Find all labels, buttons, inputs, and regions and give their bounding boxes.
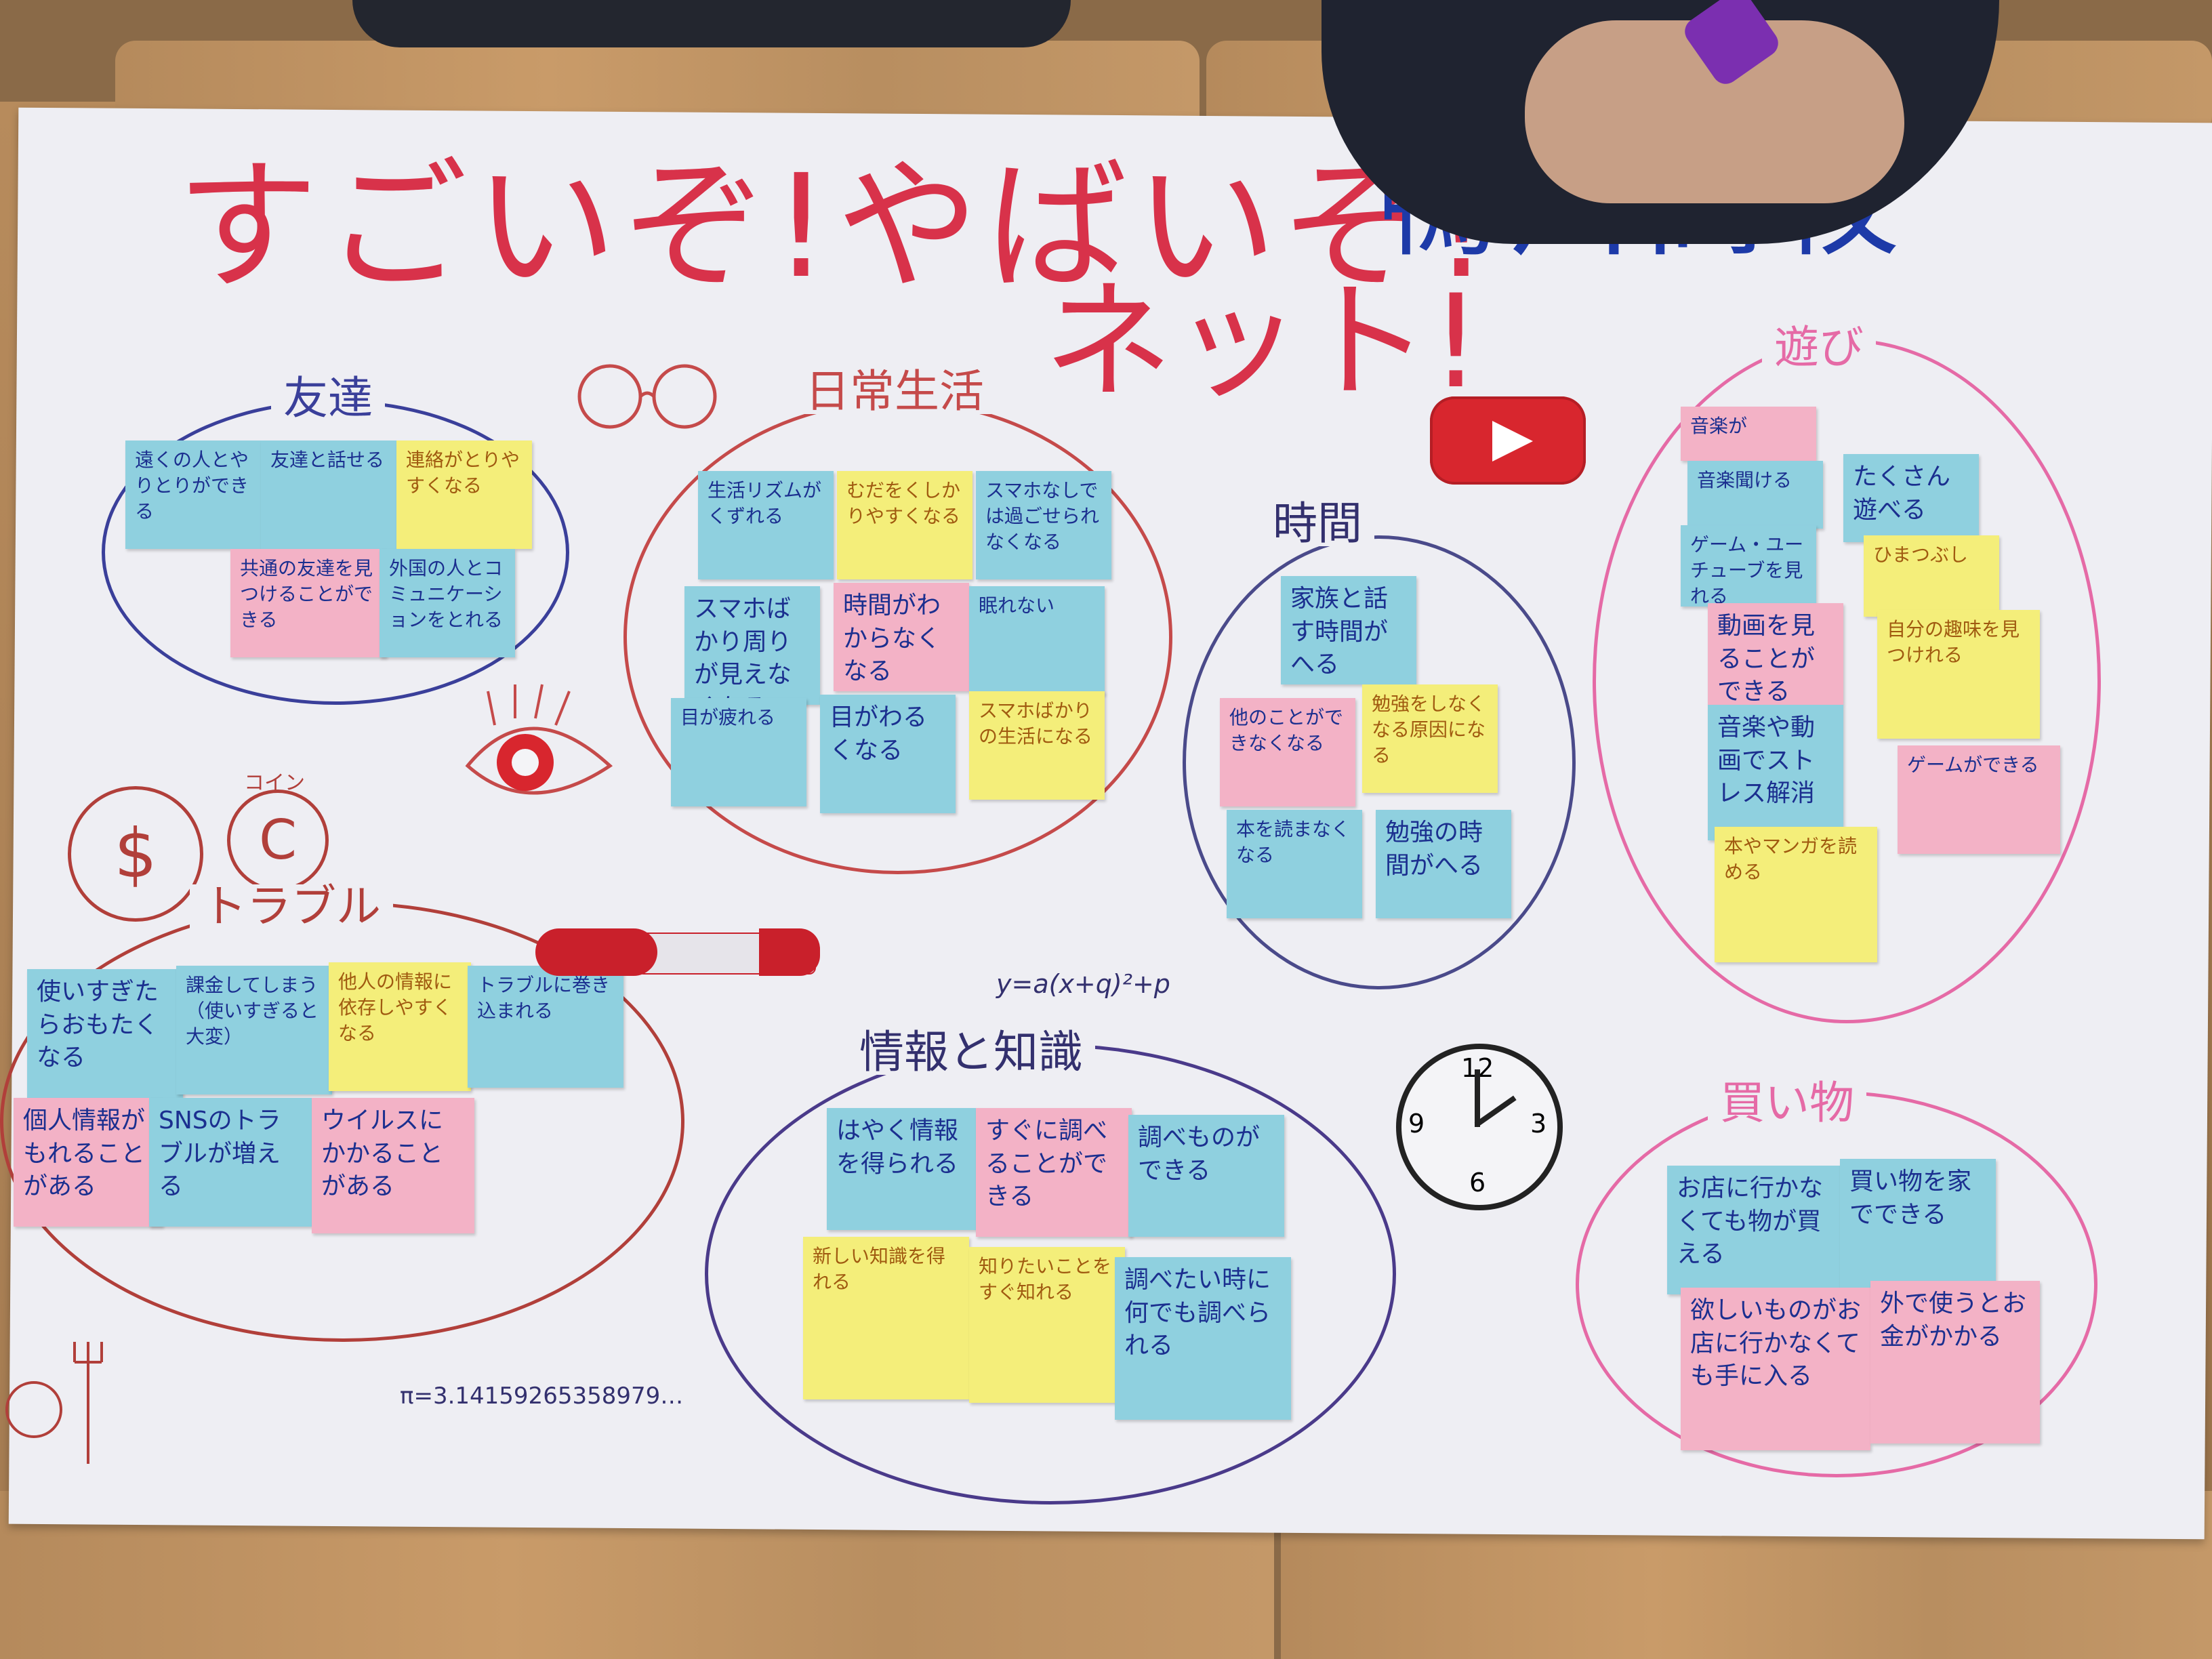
person-top [352,0,1071,47]
note: 自分の趣味を見つけれる [1877,610,2040,739]
note: スマホばかりの生活になる [969,691,1105,800]
note: 連絡がとりやすくなる [396,441,532,549]
note: 他のことができなくなる [1220,698,1355,806]
note: 目がわるくなる [820,695,956,813]
note: 外で使うとお金がかかる [1870,1281,2040,1443]
note: トラブルに巻き込まれる [468,966,623,1088]
note: むだをくしかりやすくなる [837,471,972,579]
clock-number: 3 [1530,1109,1547,1139]
note: 目が疲れる [671,698,806,806]
coin-label: コイン [244,771,305,795]
note: ゲームができる [1898,745,2060,854]
note: 本やマンガを読める [1715,827,1877,962]
note: ひまつぶし [1864,535,1999,617]
note: 外国の人とコミュニケーションをとれる [380,549,515,657]
play-label: 遊び [1762,325,1876,370]
note: お店に行かなくても物が買える [1667,1166,1843,1294]
note: 欲しいものがお店に行かなくても手に入る [1681,1288,1870,1450]
note: 眠れない [969,586,1105,695]
note: ゲーム・ユーチューブを見れる [1681,525,1816,607]
note: すぐに調べることができる [976,1108,1132,1237]
note: 使いすぎたらおもたくなる [27,969,183,1098]
pi-text: π=3.14159265358979… [400,1382,684,1410]
note: たくさん遊べる [1843,454,1979,542]
trouble-label: トラブル [190,884,393,929]
note: 本を読まなくなる [1227,810,1362,918]
daily-label: 日常生活 [793,369,996,414]
note: 時間がわからなくなる [834,583,969,691]
note: 音楽が [1681,407,1816,461]
note: 課金してしまう（使いすぎると大変） [176,966,332,1094]
note: スマホなしでは過ごせられなくなる [976,471,1111,579]
glasses-doodle [577,364,717,429]
dollar-coin-icon: $ [68,786,203,922]
note: 勉強をしなくなる原因になる [1362,684,1498,793]
poster-title: すごいぞ!やばいぞ! [176,144,1497,310]
note: スマホばかり周りが見えなくなる [684,586,820,705]
note: はやく情報を得られる [827,1108,983,1230]
note: 個人情報がもれることがある [14,1098,163,1227]
note: 家族と話す時間がへる [1281,576,1416,684]
note: 友達と話せる [261,441,396,549]
time-circle [1183,535,1576,989]
note: SNSのトラブルが増える [149,1098,312,1227]
note: 調べものができる [1128,1115,1284,1237]
formula-text: y=a(x+q)²+p [996,969,1170,999]
shopping-label: 買い物 [1708,1081,1866,1126]
note: 遠くの人とやりとりができる [125,441,261,549]
note: 音楽や動画でストレス解消 [1708,705,1843,840]
coin-icon: C [227,790,329,891]
note: 知りたいことをすぐ知れる [969,1247,1125,1403]
poster-subtitle: ネット! [1044,267,1482,417]
info-label: 情報と知識 [847,1030,1095,1075]
note: 買い物を家でできる [1840,1159,1996,1288]
clock-number: 9 [1408,1109,1425,1139]
note: 新しい知識を得れる [803,1237,969,1399]
eye-doodle [465,684,613,795]
note: 動画を見ることができる [1708,603,1843,705]
red-marker [535,928,820,976]
note: 音楽聞ける [1687,461,1823,529]
note: 共通の友達を見つけることができる [230,549,386,657]
clock-icon: 12 3 6 9 [1396,1044,1563,1210]
friends-label: 友達 [271,376,385,421]
clock-number: 6 [1469,1168,1486,1197]
note: ウイルスにかかることがある [312,1098,474,1233]
note: 勉強の時間がへる [1376,810,1511,918]
sun-doodle [5,1342,103,1464]
note: 調べたい時に何でも調べられる [1115,1257,1291,1420]
play-icon [1430,396,1586,485]
note: 生活リズムがくずれる [698,471,834,579]
note: 他人の情報に依存しやすくなる [329,962,471,1091]
time-label: 時間 [1261,501,1374,546]
